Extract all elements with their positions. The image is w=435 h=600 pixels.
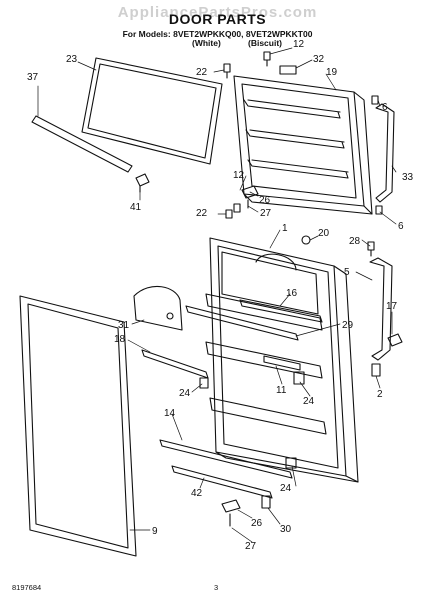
- callout-23: 23: [66, 54, 78, 65]
- plug-20: [301, 235, 311, 245]
- callout-24c: 24: [280, 483, 292, 494]
- callout-26b: 26: [251, 518, 263, 529]
- callout-42: 42: [191, 488, 203, 499]
- shelf-rail-29: [185, 305, 299, 341]
- callout-37: 37: [27, 72, 39, 83]
- bottom-rail-42: [171, 465, 273, 499]
- page-number: 3: [214, 583, 219, 592]
- callout-19: 19: [326, 67, 338, 78]
- callout-27b: 27: [245, 541, 257, 552]
- clip-24-bottom: [285, 457, 297, 469]
- callout-12b: 12: [233, 170, 245, 181]
- handle-33: [375, 103, 395, 203]
- hinge-bracket-41: [135, 173, 150, 193]
- screw-28: [367, 241, 375, 257]
- screw-22-top: [223, 63, 231, 79]
- callout-22: 22: [196, 67, 208, 78]
- callout-11: 11: [276, 385, 287, 396]
- callout-1: 1: [282, 223, 288, 234]
- leader-lines: [37, 47, 397, 543]
- dairy-door-31: [133, 285, 183, 331]
- hinge-hardware-bottom: [221, 495, 271, 527]
- clip-24-left: [199, 377, 209, 389]
- screw-12-top: [263, 51, 271, 67]
- hinge-hardware-mid: [225, 185, 259, 219]
- callout-9: 9: [152, 526, 158, 537]
- fresh-food-door-1: [205, 237, 359, 483]
- end-cap-17: [387, 333, 403, 347]
- callout-32: 32: [313, 54, 325, 65]
- callout-14: 14: [164, 408, 176, 419]
- callout-27: 27: [260, 208, 272, 219]
- variant-biscuit: (Biscuit): [248, 38, 282, 48]
- callout-17: 17: [386, 301, 398, 312]
- watermark: AppliancePartsPros.com: [117, 4, 318, 21]
- callout-24b: 24: [303, 396, 315, 407]
- document-number: 8197684: [12, 583, 42, 592]
- callout-28: 28: [349, 236, 361, 247]
- callout-20: 20: [318, 228, 330, 239]
- callout-6b: 6: [398, 221, 404, 232]
- callout-24a: 24: [179, 388, 191, 399]
- breaker-strip-37: [31, 115, 133, 173]
- handle-5: [369, 257, 393, 361]
- freezer-gasket-23: [81, 57, 223, 165]
- callout-12: 12: [293, 39, 305, 50]
- retainer-11: [263, 355, 301, 371]
- callout-26: 26: [259, 195, 271, 206]
- callout-41: 41: [130, 202, 142, 213]
- shelf-rail-14: [159, 439, 293, 479]
- shelf-rail-18: [141, 349, 209, 379]
- callout-31: 31: [118, 320, 130, 331]
- callout-29: 29: [342, 320, 354, 331]
- callout-6: 6: [382, 102, 388, 113]
- page-title: DOOR PARTS: [168, 11, 267, 27]
- hinge-pin-2: [371, 363, 381, 377]
- callout-labels: 23 37 41 22 12 32 19 6 33 26 27 12 22 6 …: [27, 39, 414, 552]
- callout-33: 33: [402, 172, 414, 183]
- variant-white: (White): [192, 38, 221, 48]
- fresh-food-gasket-9: [19, 295, 137, 557]
- handle-mount-6-bottom: [375, 205, 383, 215]
- freezer-door-19: [233, 75, 373, 215]
- callout-18: 18: [114, 334, 126, 345]
- shelf-rail-16: [239, 299, 323, 323]
- clip-24-right: [293, 371, 305, 385]
- callout-5: 5: [344, 267, 350, 278]
- plug-32: [279, 65, 297, 75]
- models-line: For Models: 8VET2WPKKQ00, 8VET2WPKKT00: [122, 29, 313, 39]
- callout-30: 30: [280, 524, 292, 535]
- callout-2: 2: [377, 389, 383, 400]
- callout-22b: 22: [196, 208, 208, 219]
- callout-16: 16: [286, 288, 298, 299]
- handle-mount-6-top: [371, 95, 379, 105]
